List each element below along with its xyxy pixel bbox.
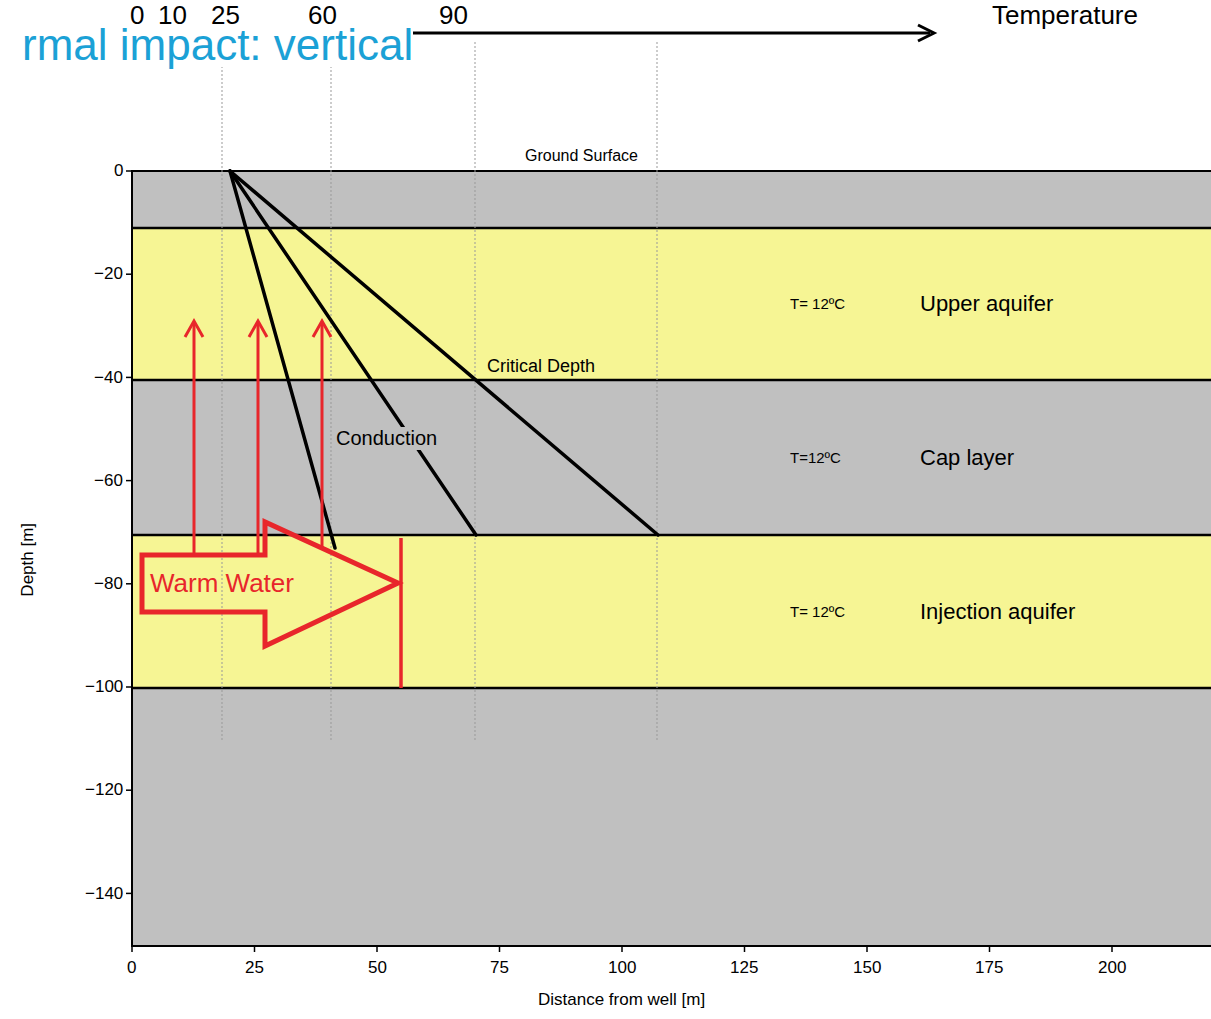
- conduction-arrows: [185, 321, 331, 555]
- axis-value: 25: [211, 1, 240, 31]
- depth-label: Critical Depth: [484, 356, 598, 377]
- tick-label: 125: [730, 958, 758, 978]
- axis-title: Depth [m]: [18, 523, 38, 597]
- axis-ticks: [126, 171, 1112, 952]
- thermal-front: [399, 538, 403, 688]
- warm-water-arrow: Warm Water: [140, 520, 402, 650]
- tick-label: 0: [114, 161, 123, 181]
- tick-label: −60: [94, 471, 123, 491]
- temperature-profiles: [230, 171, 658, 548]
- temperature-label: T=12ºC: [790, 449, 841, 466]
- injection-aquifer-fill: [132, 535, 1211, 688]
- axis-value: 0: [130, 1, 144, 31]
- axis-value: 10: [158, 1, 187, 31]
- layer-boundaries: [132, 228, 1211, 688]
- tick-label: 200: [1098, 958, 1126, 978]
- tick-label: 100: [608, 958, 636, 978]
- tick-label: 0: [127, 958, 136, 978]
- tick-label: −20: [94, 264, 123, 284]
- surface-label: Ground Surface: [525, 147, 638, 165]
- axis-value: 90: [439, 1, 468, 31]
- tick-label: −80: [94, 574, 123, 594]
- tick-label: −40: [94, 368, 123, 388]
- aquifer-layer-band: T= 12ºC Upper aquifer: [132, 228, 1211, 380]
- tick-label: 25: [245, 958, 264, 978]
- process-label: Conduction: [333, 427, 440, 450]
- axis-title: Temperature: [992, 1, 1138, 31]
- tick-label: −100: [85, 677, 123, 697]
- layer-name: Upper aquifer: [920, 291, 1053, 316]
- tick-label: 175: [975, 958, 1003, 978]
- tick-label: 50: [368, 958, 387, 978]
- tick-label: 150: [853, 958, 881, 978]
- plot-frame: [132, 171, 1211, 946]
- axis-value: 60: [308, 1, 337, 31]
- tick-label: 75: [490, 958, 509, 978]
- tick-label: −120: [85, 780, 123, 800]
- plot-ground: [132, 171, 1211, 946]
- tick-label: −140: [85, 884, 123, 904]
- temperature-label: T= 12ºC: [790, 295, 845, 312]
- axis-title: Distance from well [m]: [538, 990, 705, 1010]
- arrow-label: Warm Water: [150, 569, 294, 599]
- layer-name: Injection aquifer: [920, 599, 1075, 624]
- aquifer-layer-band: T=12ºC Cap layer: [132, 380, 1211, 535]
- temperature-label: T= 12ºC: [790, 603, 845, 620]
- aquifer-layer-band: T= 12ºC Injection aquifer Warm Water: [132, 535, 1211, 688]
- upper-aquifer-fill: [132, 228, 1211, 380]
- layer-name: Cap layer: [920, 445, 1014, 470]
